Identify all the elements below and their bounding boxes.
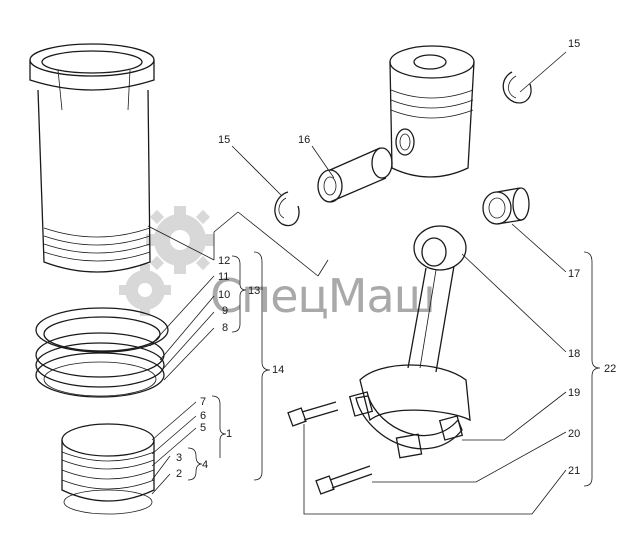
- rod-bolt-lower: [315, 465, 373, 495]
- callout-15-left: 15: [218, 134, 230, 146]
- callout-13: 13: [248, 285, 260, 297]
- callout-22: 22: [604, 363, 616, 375]
- piston-rings-set: [35, 307, 169, 398]
- bushing: [482, 187, 530, 225]
- callout-16: 16: [298, 134, 310, 146]
- connecting-rod-cap: [348, 391, 464, 459]
- callout-8: 8: [222, 322, 228, 334]
- callout-3: 3: [176, 452, 182, 464]
- callout-20: 20: [568, 428, 580, 440]
- callout-14: 14: [272, 364, 284, 376]
- brackets: [187, 251, 601, 487]
- callout-11: 11: [218, 271, 229, 283]
- retaining-ring-upper: [502, 71, 532, 104]
- callout-15-upper: 15: [568, 38, 580, 50]
- callout-12: 12: [218, 255, 230, 267]
- callout-21: 21: [568, 465, 580, 477]
- watermark-text: СпецМаш: [210, 269, 435, 323]
- callout-18: 18: [568, 348, 580, 360]
- callout-4: 4: [202, 459, 208, 471]
- callout-19: 19: [568, 387, 580, 399]
- callout-9: 9: [222, 305, 228, 317]
- callout-6: 6: [200, 410, 206, 422]
- callout-17: 17: [568, 268, 580, 280]
- oil-ring-set: [61, 423, 155, 515]
- piston: [389, 45, 475, 178]
- rod-bolt-upper: [287, 401, 339, 427]
- callout-7: 7: [200, 396, 206, 408]
- retaining-ring-left: [274, 191, 300, 227]
- connecting-rod: [359, 225, 471, 422]
- callout-1: 1: [226, 428, 232, 440]
- callout-2: 2: [176, 468, 182, 480]
- piston-pin: [317, 147, 393, 203]
- watermark-gear-logo: [119, 206, 214, 316]
- callout-10: 10: [218, 289, 230, 301]
- cylinder-liner: [29, 43, 155, 273]
- callout-5: 5: [200, 422, 206, 434]
- leader-lines: [147, 51, 567, 515]
